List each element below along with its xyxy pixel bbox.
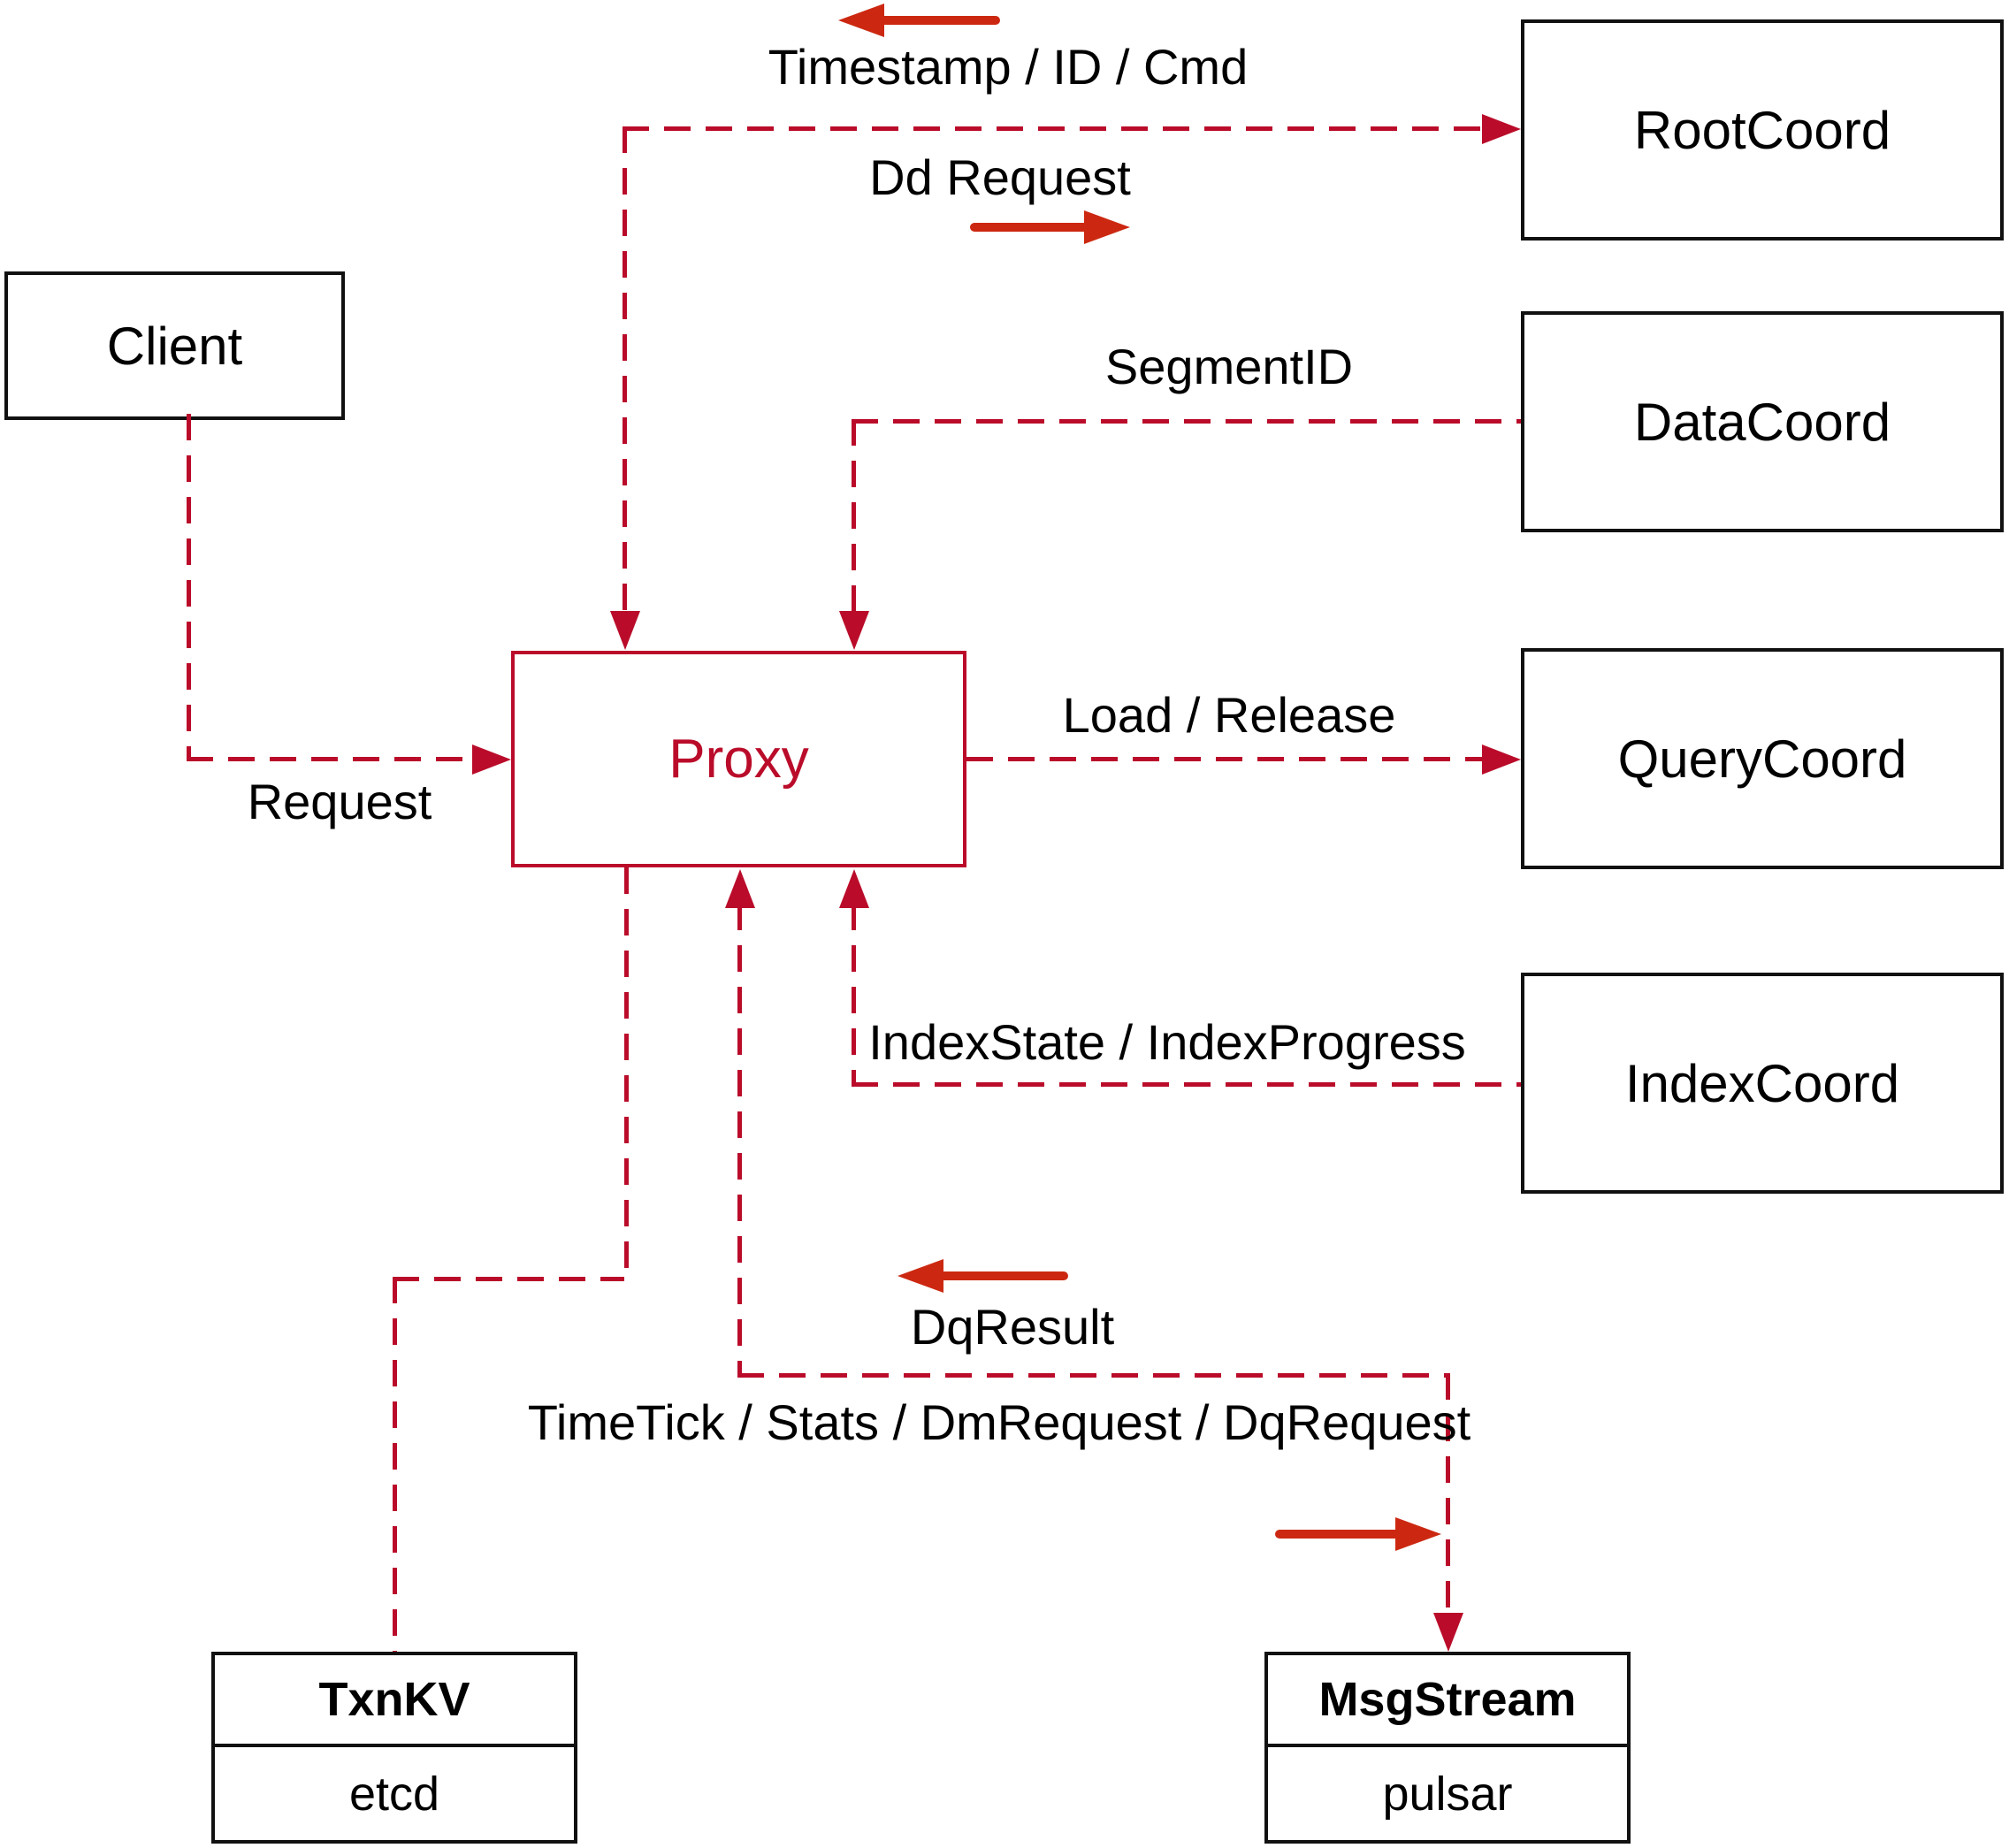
querycoord-label: QueryCoord xyxy=(1617,729,1907,789)
edge-indexcoord-proxy-vline xyxy=(852,904,856,1082)
index-state-label: IndexState / IndexProgress xyxy=(868,1014,1466,1070)
timestamp-direction-arrow xyxy=(838,4,1002,37)
edge-msgstream-proxy-arrowhead-up xyxy=(725,869,755,908)
edge-proxy-rootcoord-hline xyxy=(623,126,1482,131)
msgstream-subtitle: pulsar xyxy=(1382,1767,1513,1821)
edge-proxy-txnkv-vline2 xyxy=(393,1277,397,1652)
edge-msgstream-proxy-hline xyxy=(737,1373,1448,1378)
edge-proxy-rootcoord-arrowhead-down xyxy=(610,611,640,650)
edge-proxy-querycoord-hline xyxy=(966,757,1482,761)
edge-proxy-txnkv-vline1 xyxy=(624,867,629,1277)
client-node: Client xyxy=(4,271,345,420)
msgstream-node: MsgStream pulsar xyxy=(1264,1652,1631,1844)
rootcoord-label: RootCoord xyxy=(1633,100,1891,160)
edge-proxy-rootcoord-arrowhead-right xyxy=(1482,114,1521,144)
edge-proxy-msgstream-arrowhead-down xyxy=(1433,1613,1463,1652)
msgstream-title: MsgStream xyxy=(1268,1655,1627,1747)
proxy-label: Proxy xyxy=(668,729,809,790)
timetick-label: TimeTick / Stats / DmRequest / DqRequest xyxy=(527,1394,1471,1450)
edge-proxy-rootcoord-vline xyxy=(623,126,627,615)
datacoord-label: DataCoord xyxy=(1633,392,1891,452)
dd-request-direction-arrow xyxy=(968,210,1130,244)
edge-client-proxy-vline xyxy=(187,414,191,759)
dq-result-direction-arrow xyxy=(898,1259,1070,1293)
edge-datacoord-proxy-vline xyxy=(852,419,856,615)
edge-proxy-txnkv-hline xyxy=(393,1277,624,1281)
txnkv-subtitle: etcd xyxy=(348,1767,440,1821)
edge-datacoord-proxy-arrowhead xyxy=(839,611,869,650)
timetick-direction-arrow xyxy=(1273,1517,1441,1551)
indexcoord-node: IndexCoord xyxy=(1521,973,2004,1194)
edge-client-proxy-hline xyxy=(187,757,472,761)
txnkv-node: TxnKV etcd xyxy=(211,1652,577,1844)
timestamp-label: Timestamp / ID / Cmd xyxy=(768,39,1249,95)
edge-client-proxy-arrowhead xyxy=(472,745,511,775)
edge-proxy-msgstream-vline-down xyxy=(1446,1373,1450,1613)
edge-proxy-querycoord-arrowhead xyxy=(1482,745,1521,775)
edge-msgstream-proxy-vline-up xyxy=(737,904,742,1373)
edge-indexcoord-proxy-hline xyxy=(852,1082,1521,1087)
indexcoord-label: IndexCoord xyxy=(1624,1053,1900,1113)
client-label: Client xyxy=(106,316,243,376)
querycoord-node: QueryCoord xyxy=(1521,648,2004,869)
request-label: Request xyxy=(247,774,432,829)
load-release-label: Load / Release xyxy=(1062,687,1396,743)
dd-request-label: Dd Request xyxy=(869,149,1131,205)
datacoord-node: DataCoord xyxy=(1521,311,2004,532)
segment-id-label: SegmentID xyxy=(1104,339,1354,394)
txnkv-title: TxnKV xyxy=(215,1655,574,1747)
proxy-node: Proxy xyxy=(511,651,966,867)
rootcoord-node: RootCoord xyxy=(1521,19,2004,241)
edge-indexcoord-proxy-arrowhead xyxy=(839,869,869,908)
dq-result-label: DqResult xyxy=(910,1299,1115,1355)
edge-datacoord-proxy-hline xyxy=(852,419,1521,424)
